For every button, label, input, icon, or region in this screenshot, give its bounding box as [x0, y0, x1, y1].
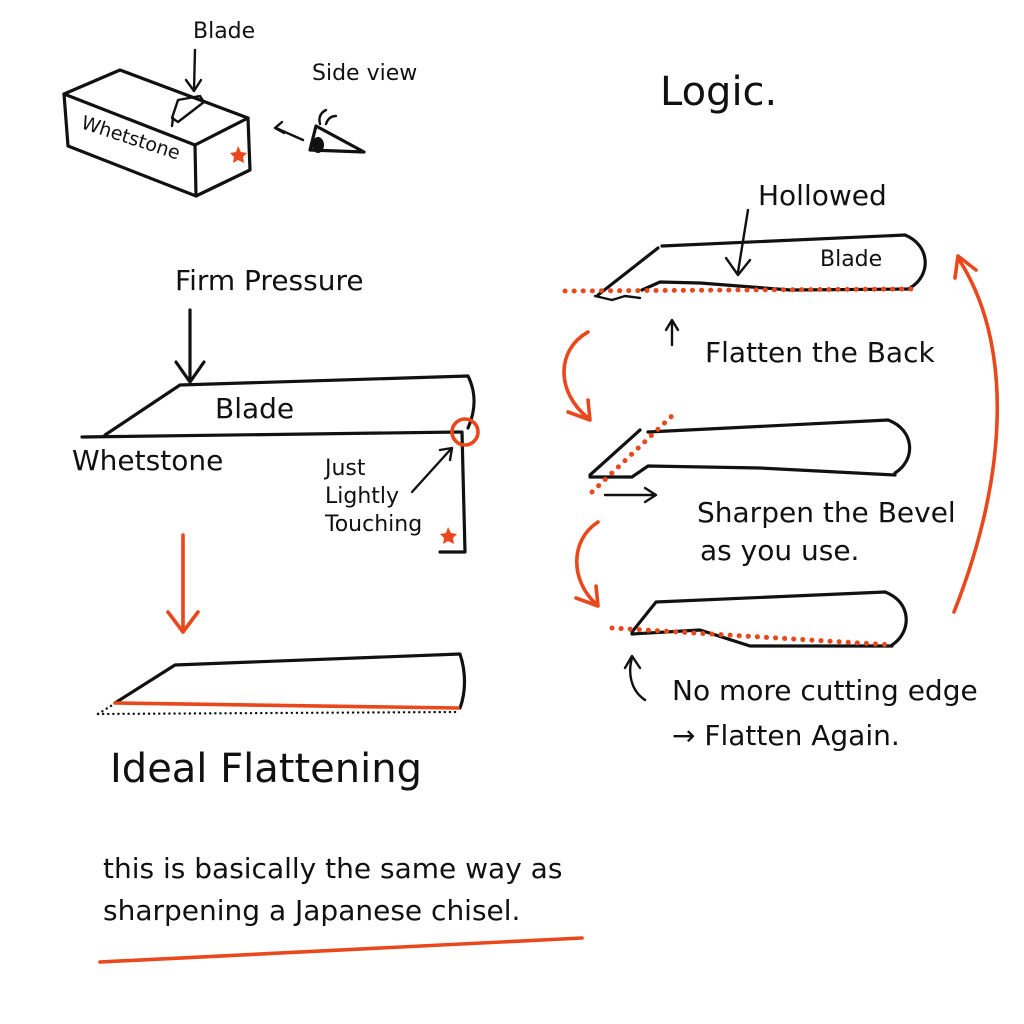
top-blade-label: Blade: [193, 19, 255, 44]
firm-pressure-label: Firm Pressure: [175, 264, 364, 297]
whetstone-box-corner-edge: [193, 143, 198, 198]
footer-underline: [98, 936, 584, 964]
flat-reference-dotted-line: [562, 286, 915, 294]
step1-arrow: [664, 318, 680, 347]
blade-step3-sketch: [609, 590, 908, 648]
right-blade-label: Blade: [820, 247, 882, 272]
touch-note: Just Lightly Touching: [323, 446, 454, 537]
bevel-dotted-line: [589, 410, 678, 495]
touch-note-line: Touching: [324, 512, 422, 537]
whetstone-surface-line: [80, 430, 462, 439]
whetstone-box-sketch: [62, 68, 252, 198]
step3-line: → Flatten Again.: [672, 719, 900, 752]
whetstone-box-outline: [62, 68, 252, 198]
ideal-blade-outline: [113, 652, 467, 710]
loop-back-arrow-red: [952, 254, 1000, 614]
left-blade-label: Blade: [215, 392, 294, 425]
view-direction-arrow: [273, 120, 305, 142]
star-icon: [230, 146, 247, 163]
curved-arrow-red-1: [562, 330, 592, 422]
hollowed-label: Hollowed: [758, 179, 887, 212]
blade-step1-sketch: [562, 233, 927, 302]
push-direction-arrow: [603, 486, 658, 504]
touch-note-line: Just: [323, 456, 366, 481]
down-arrow-red: [166, 533, 200, 634]
blade-pointer-arrow: [184, 48, 203, 93]
step1-label: Flatten the Back: [705, 336, 935, 369]
side-view-label: Side view: [312, 61, 417, 86]
eye-icon: [308, 108, 366, 154]
ideal-flattening-label: Ideal Flattening: [110, 746, 422, 792]
touch-note-line: Lightly: [325, 484, 399, 509]
ideal-blade-sketch: [96, 652, 467, 716]
contact-point-circle: [450, 417, 480, 447]
ideal-flat-back-line: [113, 701, 460, 710]
left-whetstone-label: Whetstone: [72, 444, 223, 477]
blade-on-stone-edge: [170, 116, 175, 128]
step2-line: Sharpen the Bevel: [697, 496, 956, 529]
logic-title: Logic.: [660, 69, 777, 115]
flat-again-dotted-line: [609, 625, 896, 648]
footer-note-line: sharpening a Japanese chisel.: [103, 894, 520, 927]
star-icon: [440, 527, 457, 544]
blade-step2-sketch: [588, 410, 912, 495]
side-view-bracket: [438, 430, 467, 554]
pressure-arrow: [174, 308, 206, 384]
step3-line: No more cutting edge: [672, 674, 978, 707]
step2-line: as you use.: [700, 534, 859, 567]
footer-note-line: this is basically the same way as: [103, 852, 562, 885]
blade-on-stone-icon: [170, 94, 206, 124]
ideal-reference-dotted-line: [96, 710, 460, 716]
curved-arrow-red-2: [574, 520, 600, 608]
no-edge-arrow: [623, 654, 647, 702]
